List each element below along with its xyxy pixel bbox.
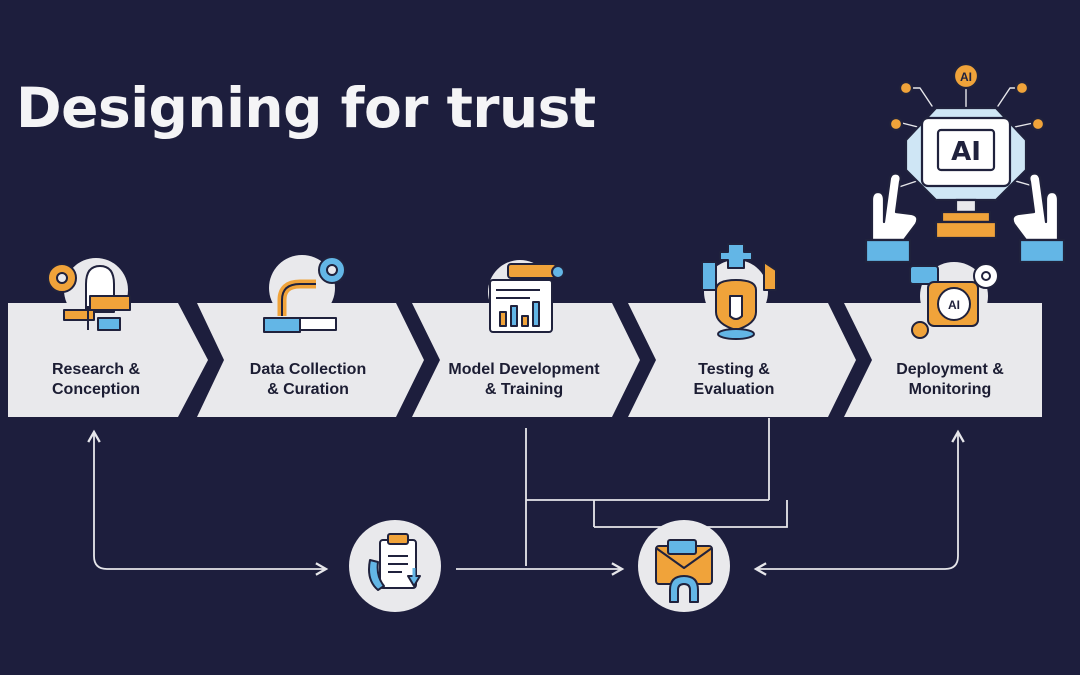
clipboard-download-icon	[368, 533, 421, 591]
ai-chip-monitor-icon: AI	[909, 262, 999, 339]
stage-label-research: Research & Conception	[51, 361, 141, 398]
stage-label-deployment: Deployment & Monitoring	[896, 361, 1004, 398]
dashboard-chart-icon	[488, 260, 565, 333]
envelope-magnet-icon	[655, 539, 713, 603]
hub-node-clipboard	[349, 520, 441, 612]
stage-card-model-development	[412, 303, 640, 417]
connector-bracket-inner	[593, 500, 788, 528]
stage-label-data-collection: Data Collection & Curation	[249, 361, 367, 398]
connectors	[87, 418, 965, 576]
connector-research-to-hub1	[87, 429, 329, 576]
gear-pipes-icon	[263, 255, 346, 333]
ai-monitor-hands-icon: AI AI	[864, 62, 1066, 264]
page-title: Designing for trust	[16, 76, 596, 140]
stage-card-research	[8, 303, 208, 417]
stage-card-testing	[628, 303, 856, 417]
gears-lightbulb-icon	[47, 258, 131, 331]
stage-label-model-development: Model Development & Training	[448, 361, 600, 398]
stage-label-testing: Testing & Evaluation	[693, 361, 775, 398]
hero-badge-text: AI	[960, 70, 972, 84]
svg-text:AI: AI	[948, 298, 960, 312]
connector-hub2-to-deployment	[753, 429, 965, 576]
hero-chip-text: AI	[951, 137, 981, 167]
hub-node-envelope	[638, 520, 730, 612]
test-tube-shield-icon	[701, 243, 777, 340]
